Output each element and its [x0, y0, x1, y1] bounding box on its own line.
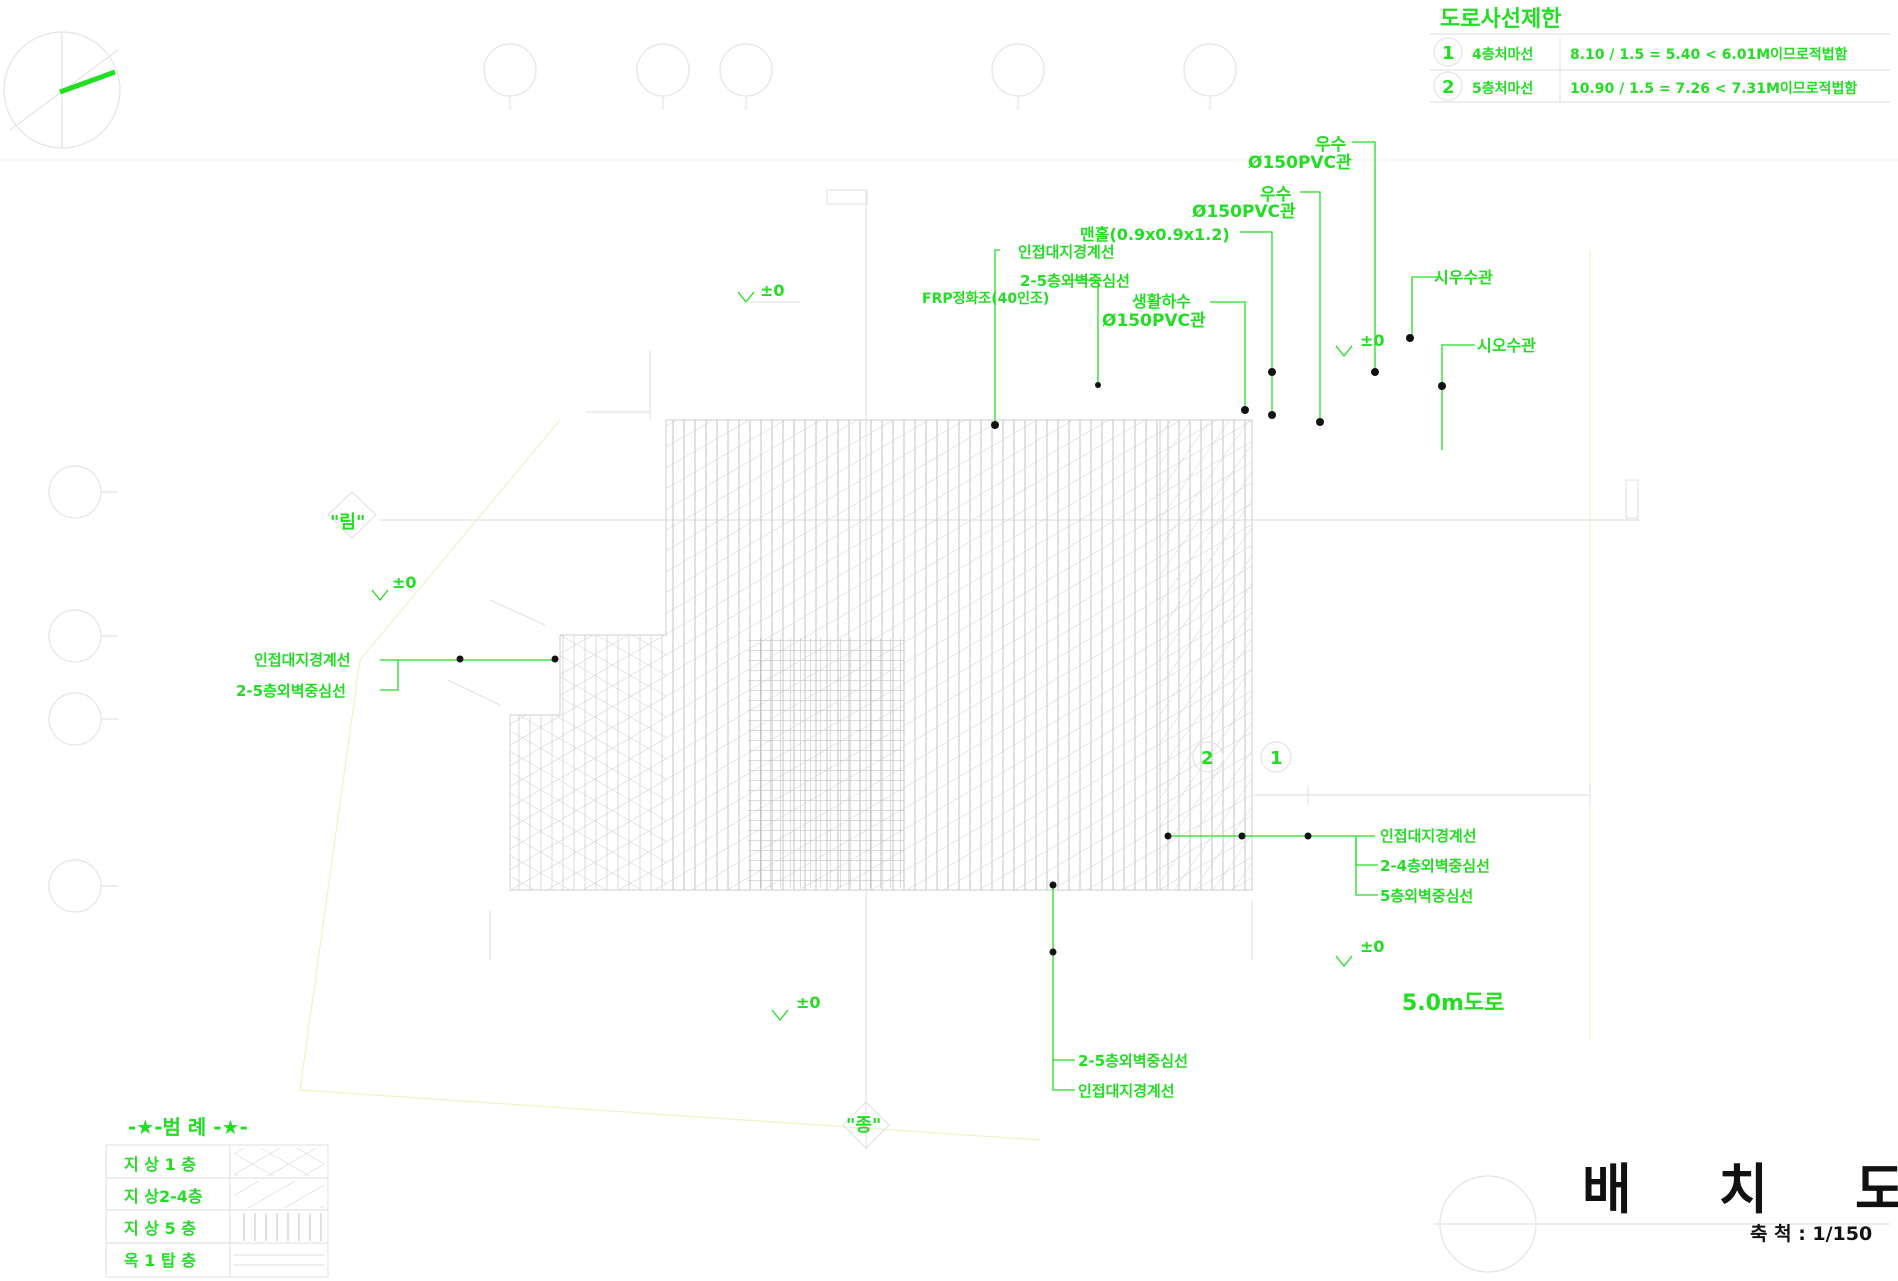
setback-row2-label: 5층처마선: [1472, 81, 1533, 97]
grid-axis-bubbles-top: [483, 43, 1237, 110]
waste-water-label: 생활하수: [1132, 292, 1191, 311]
setback-row1-num: 1: [1442, 43, 1455, 64]
adjacent-boundary-left-label: 인접대지경계선: [254, 651, 351, 669]
leader-lines-top: [991, 141, 1475, 450]
level-mark-bottom-left: ±0: [796, 993, 821, 1012]
setback-markers: 2 1: [1192, 741, 1292, 773]
dimension-marks: [447, 350, 1591, 960]
level-marks: ±0 ±0 ±0 ±0 ±0: [371, 281, 1385, 1022]
leader-lines-left: [380, 655, 559, 691]
legend-item-2: 지 상2-4층: [124, 1187, 203, 1206]
legend-item-4: 옥 1 탑 층: [124, 1251, 196, 1270]
svg-text:"종": "종": [846, 1115, 881, 1136]
road-label: 5.0m도로: [1402, 991, 1504, 1016]
manhole-label: 맨홀(0.9x0.9x1.2): [1080, 225, 1230, 244]
rain-pipe-2-label: 우수: [1260, 185, 1292, 205]
rain-pipe-1-spec: Ø150PVC관: [1248, 153, 1352, 173]
level-mark-top-right: ±0: [1360, 331, 1385, 350]
entrance-marker-west: "림": [327, 491, 377, 539]
road-setback-title: 도로사선제한: [1440, 7, 1561, 32]
site-boundary-line: [299, 250, 1591, 1141]
road-setback-table: 도로사선제한 1 4층처마선 8.10 / 1.5 = 5.40 < 6.01M…: [1430, 7, 1890, 103]
adjacent-boundary-bottom-label: 인접대지경계선: [1078, 1082, 1175, 1100]
frp-septic-tank-label: FRP정화조(40인조): [922, 290, 1049, 307]
city-sewer-pipe-label: 시오수관: [1477, 336, 1536, 355]
north-arrow: [3, 31, 121, 149]
setback-row1-label: 4층처마선: [1472, 47, 1533, 63]
building-footprint: [509, 419, 1253, 891]
wall-5-center-label: 5층외벽중심선: [1380, 887, 1473, 905]
setback-row1-formula: 8.10 / 1.5 = 5.40 < 6.01M이므로적법함: [1570, 46, 1848, 63]
wall-2-4-center-label: 2-4층외벽중심선: [1380, 857, 1490, 875]
adjacent-boundary-top-label: 인접대지경계선: [1018, 243, 1115, 261]
level-mark-bottom-right: ±0: [1360, 937, 1385, 956]
level-mark-left: ±0: [392, 573, 417, 592]
title-block: 배 치 도 축 척 : 1/150: [1434, 1158, 1898, 1273]
rain-pipe-1-label: 우수: [1315, 135, 1347, 155]
axis-tag-right: [1625, 479, 1639, 519]
setback-row2-num: 2: [1442, 77, 1455, 98]
leader-lines-bottom: [1049, 881, 1075, 1091]
leader-lines-right: [1164, 832, 1378, 896]
adjacent-boundary-right-label: 인접대지경계선: [1380, 827, 1477, 845]
legend-item-3: 지 상 5 층: [124, 1219, 196, 1238]
legend-item-1: 지 상 1 층: [124, 1155, 196, 1174]
wall-center-left-label: 2-5층외벽중심선: [236, 682, 346, 700]
legend: -★-범 례 -★- 지 상 1 층 지 상2-4층 지 상 5 층 옥 1 탑…: [105, 1115, 329, 1278]
level-mark-top-left: ±0: [760, 281, 785, 300]
city-rain-pipe-label: 시우수관: [1434, 268, 1493, 287]
wall-center-bottom-label: 2-5층외벽중심선: [1078, 1052, 1188, 1070]
setback-row2-formula: 10.90 / 1.5 = 7.26 < 7.31M이므로적법함: [1570, 80, 1857, 97]
entrance-marker-south: "종": [842, 1101, 890, 1149]
waste-pipe-spec: Ø150PVC관: [1102, 311, 1206, 331]
setback-marker-2: 2: [1201, 748, 1214, 769]
svg-text:"림": "림": [330, 512, 365, 533]
rain-pipe-2-spec: Ø150PVC관: [1192, 202, 1296, 222]
setback-marker-1: 1: [1270, 748, 1283, 769]
drawing-scale: 축 척 : 1/150: [1750, 1223, 1872, 1245]
legend-title: -★-범 례 -★-: [128, 1115, 248, 1139]
grid-axis-bubbles-left: [48, 465, 118, 913]
drawing-title: 배 치 도: [1582, 1158, 1898, 1221]
wall-center-top-label: 2-5층외벽중심선: [1020, 272, 1130, 290]
axis-tag-top: [826, 189, 868, 205]
